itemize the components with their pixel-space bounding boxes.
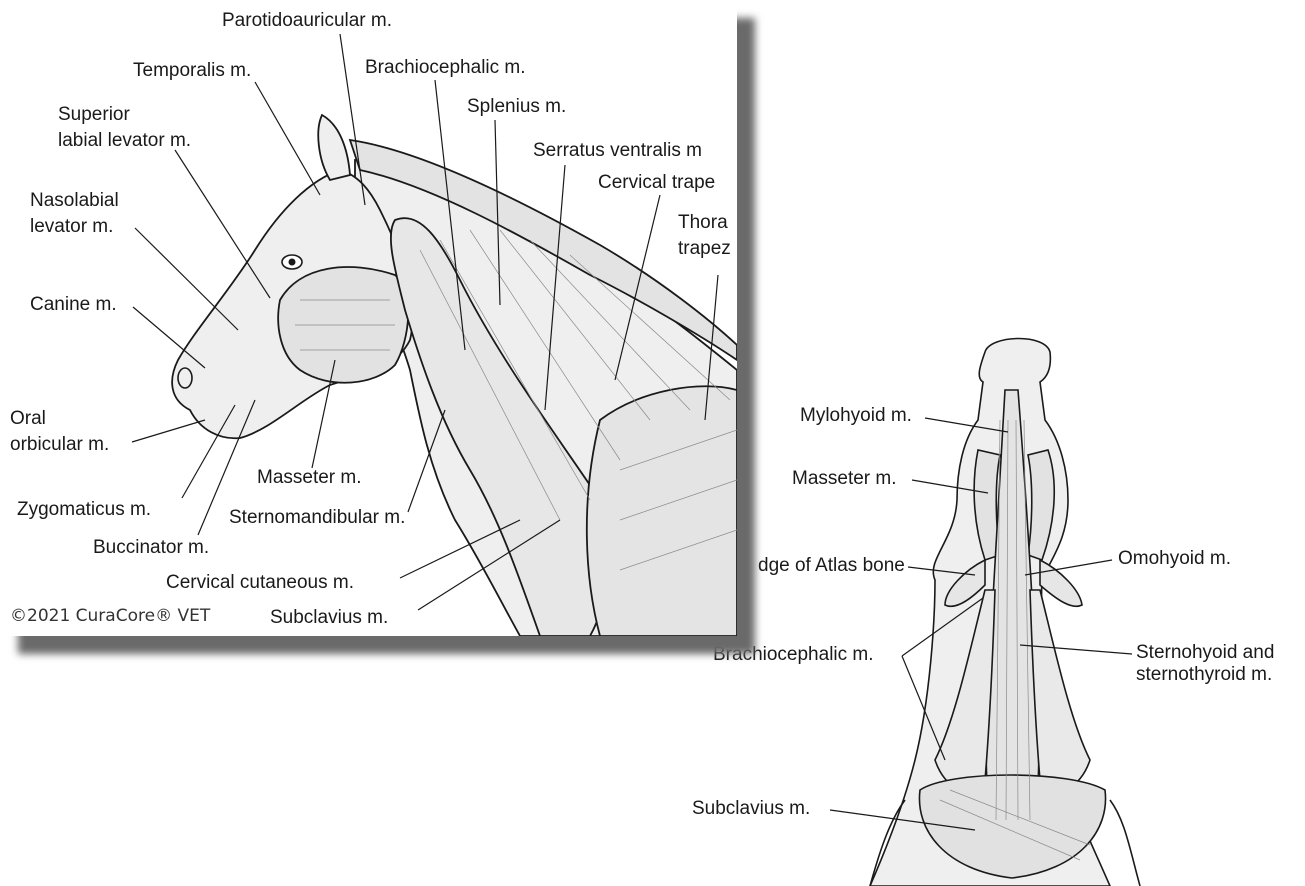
label-splenius: Splenius m. [467,96,566,118]
leader-superior-labial [175,150,270,298]
leader-nasolabial [135,228,238,330]
label-thoracic-trapezius-line2: trapez [678,238,731,260]
label-subclavius: Subclavius m. [270,607,388,629]
copyright-text: ©2021 CuraCore® VET [10,606,210,626]
label-serratus-ventralis: Serratus ventralis m [533,140,702,162]
horse-ear [318,115,350,180]
atlas-wing-right [1040,560,1082,606]
label-mylohyoid: Mylohyoid m. [800,405,912,427]
label-cervical-trapezius: Cervical trape [598,172,715,194]
label-canine: Canine m. [30,294,117,316]
label-cervical-cutaneous: Cervical cutaneous m. [166,572,354,594]
label-buccinator: Buccinator m. [93,537,209,559]
horse-pupil [289,259,296,266]
leader-oral [132,420,205,442]
label-zygomaticus: Zygomaticus m. [17,499,151,521]
ventral-brachiocephalic-right [1030,590,1090,790]
label-omohyoid: Omohyoid m. [1118,548,1231,570]
label-nasolabial-line2: levator m. [30,216,113,238]
label-oral-line1: Oral [10,408,46,430]
label-masseter-ventral: Masseter m. [792,468,897,490]
leader-temporalis [255,82,320,195]
label-thoracic-trapezius-line1: Thora [678,212,728,234]
label-parotidoauricular: Parotidoauricular m. [222,10,392,32]
label-masseter: Masseter m. [257,467,362,489]
label-sternohyoid-line2: sternothyroid m. [1136,664,1272,686]
label-atlas-bone: dge of Atlas bone [758,555,905,577]
lateral-panel: Parotidoauricular m. Temporalis m. Brach… [0,0,737,636]
label-superior-labial-line2: labial levator m. [58,130,191,152]
label-sternohyoid-line1: Sternohyoid and [1136,642,1274,664]
label-superior-labial-line1: Superior [58,104,130,126]
forelimb-right [1110,800,1140,886]
label-sternomandibular: Sternomandibular m. [229,507,405,529]
label-oral-line2: orbicular m. [10,434,109,456]
label-nasolabial-line1: Nasolabial [30,190,119,212]
label-subclavius-ventral: Subclavius m. [692,798,810,820]
label-brachiocephalic: Brachiocephalic m. [365,57,526,79]
label-temporalis: Temporalis m. [133,60,251,82]
lateral-shoulder [587,386,737,636]
